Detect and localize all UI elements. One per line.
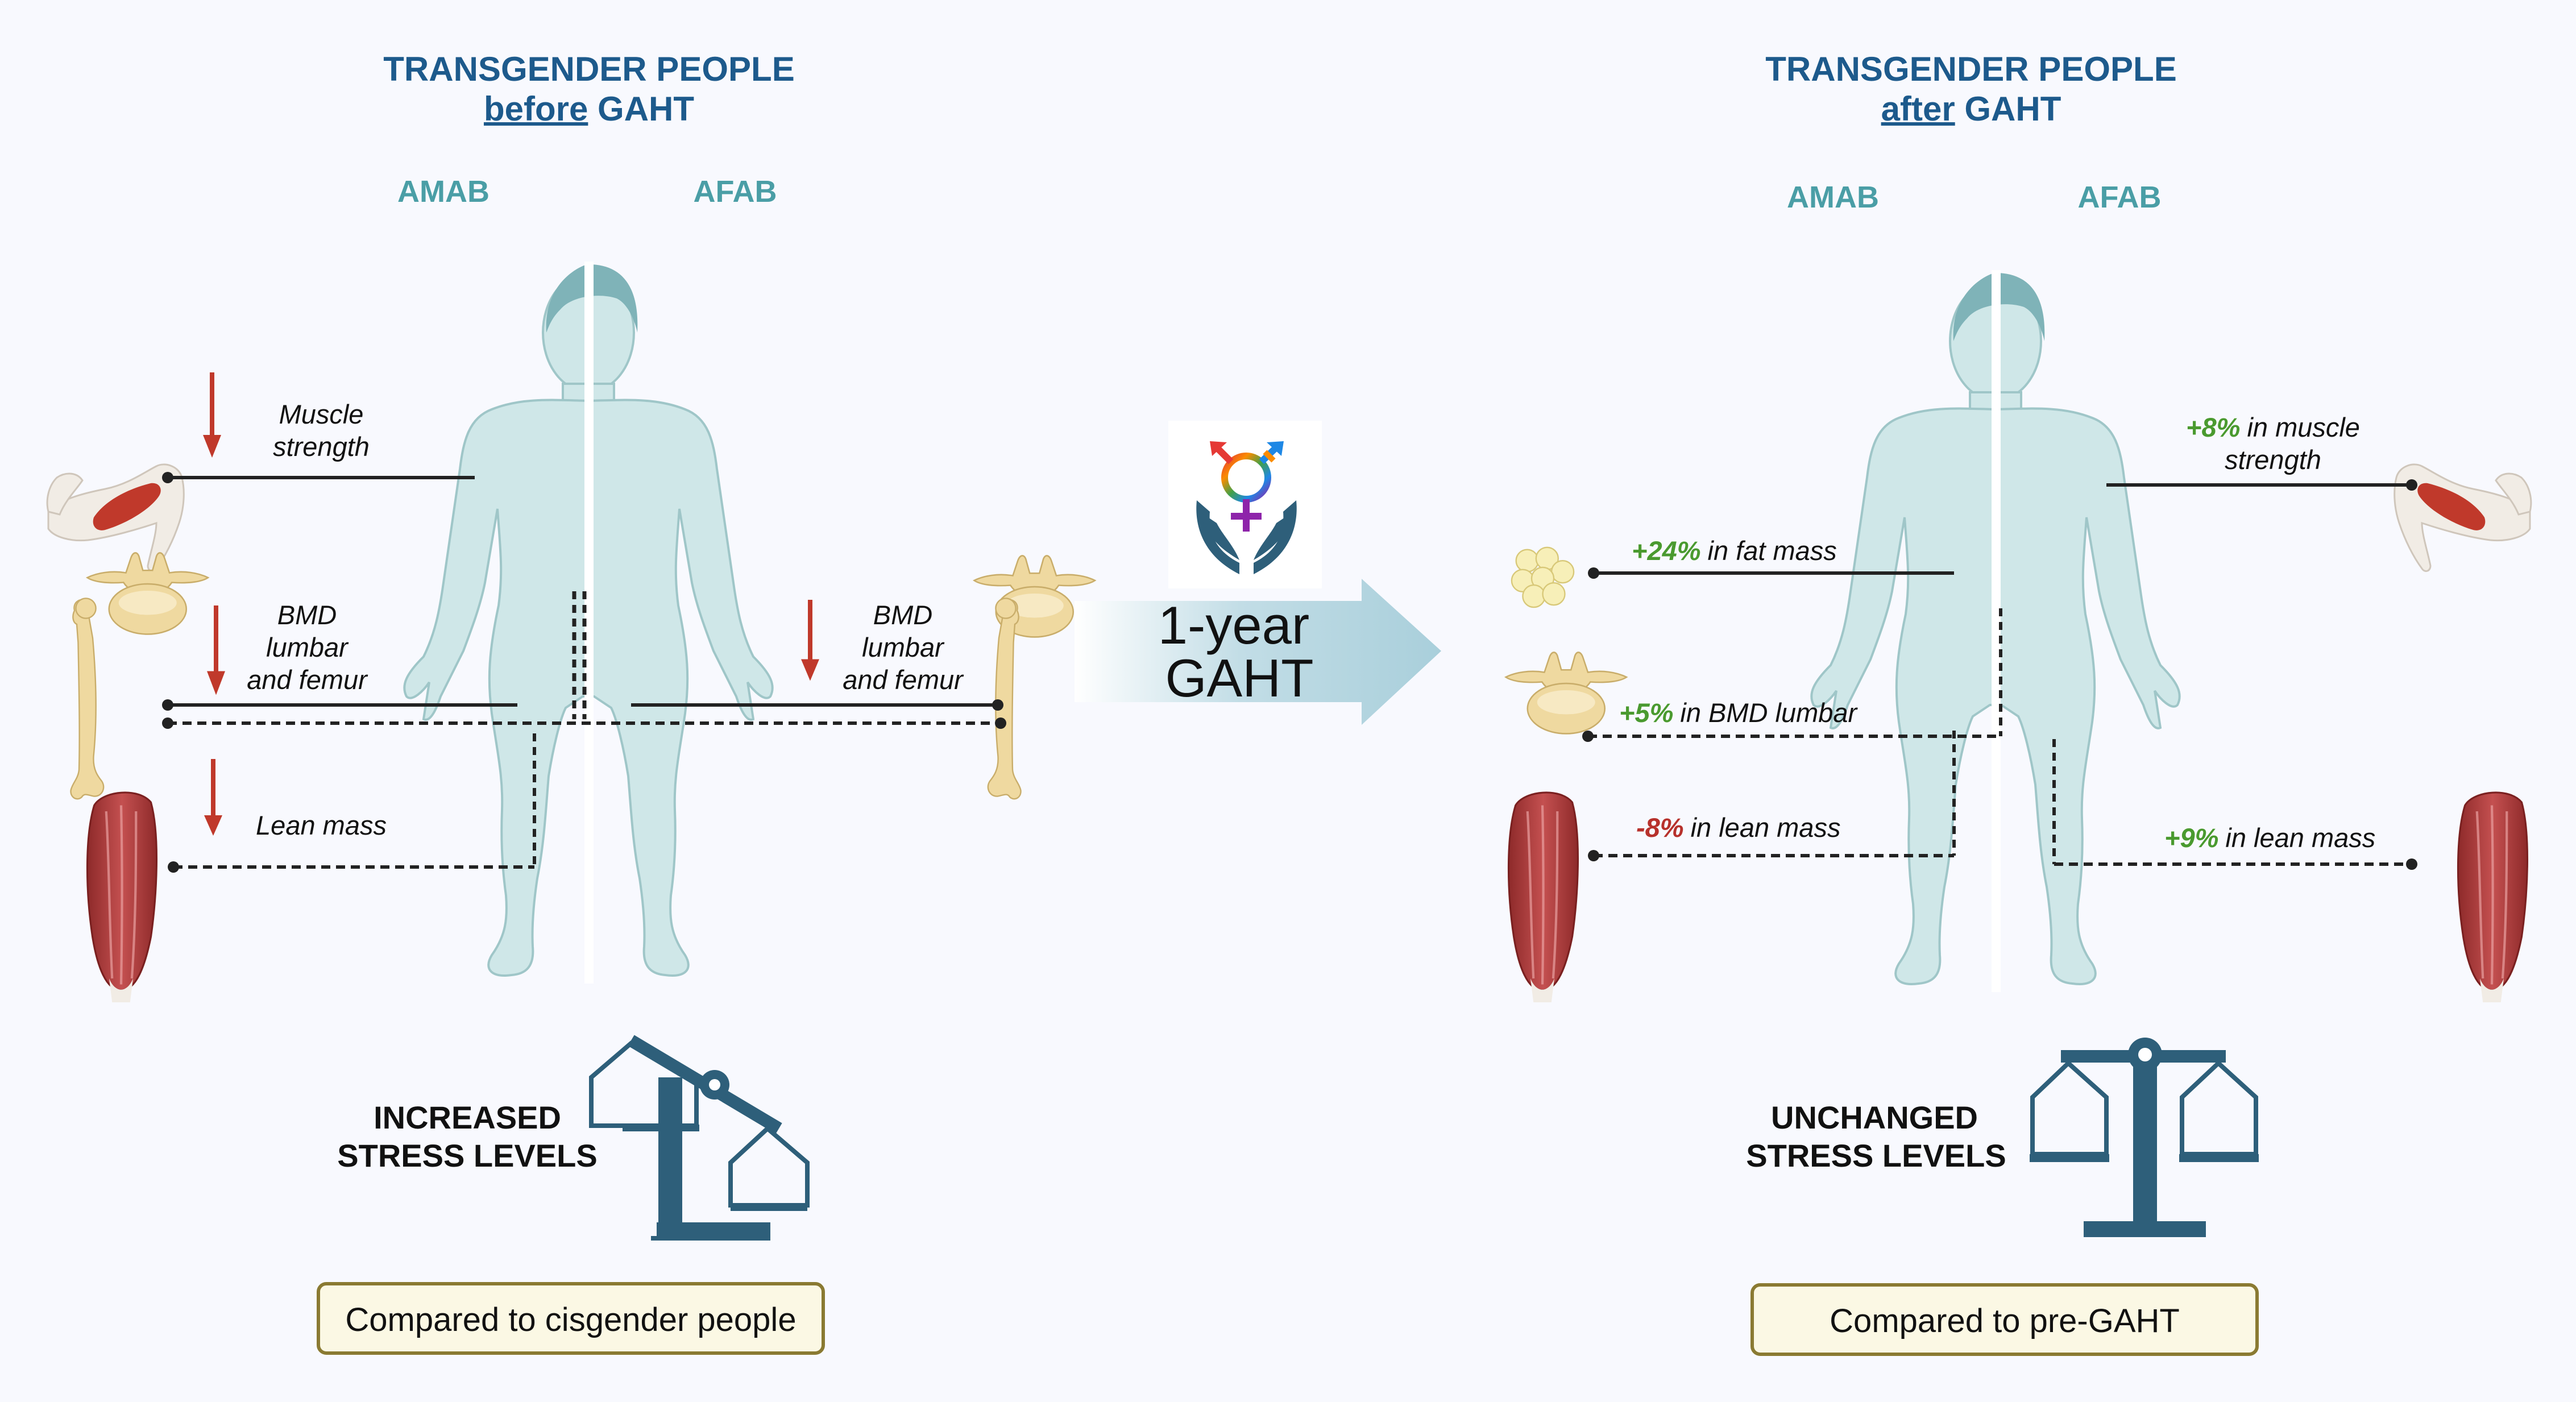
- red-down-arrow-icon: [801, 600, 819, 681]
- bmd-right-label-2: lumbar: [862, 632, 945, 662]
- left-afab-label: AFAB: [694, 175, 777, 209]
- right-afab-label: AFAB: [2078, 180, 2162, 214]
- red-down-arrow-icon: [203, 372, 221, 458]
- transition-arrow: [1075, 579, 1441, 725]
- left-stress-line2: STRESS LEVELS: [337, 1138, 597, 1173]
- center-transition: 1-year GAHT: [1075, 421, 1441, 725]
- right-leader-dots: [1582, 479, 2417, 870]
- muscle-strength-label-2: strength: [273, 432, 370, 462]
- arrow-label-line2: GAHT: [1165, 648, 1313, 708]
- red-down-arrow-icon: [204, 759, 222, 836]
- right-amab-label: AMAB: [1787, 180, 1879, 214]
- bmd-right-label-1: BMD: [873, 600, 932, 630]
- thigh-muscle-icon: [88, 793, 157, 1002]
- left-compare-box: [317, 1282, 825, 1355]
- thigh-muscle-icon: [1509, 793, 1578, 1002]
- right-body-figure: [1810, 270, 2181, 992]
- left-leader-dots: [162, 472, 1006, 873]
- bmd-lumbar-label: +5%in BMD lumbar: [1619, 698, 1859, 728]
- balance-scale-icon: [2030, 1038, 2259, 1237]
- left-stress-line1: INCREASED: [374, 1100, 561, 1135]
- left-title-line2: before GAHT: [484, 90, 694, 128]
- left-compare-text: Compared to cisgender people: [345, 1301, 796, 1338]
- bmd-left-label-1: BMD: [277, 600, 337, 630]
- left-title-rest: GAHT: [598, 90, 694, 128]
- transgender-symbol-hands-icon: [1196, 441, 1297, 574]
- left-title-emphasis: before: [484, 90, 588, 128]
- vertebra-icon: [1505, 652, 1628, 735]
- right-compare-text: Compared to pre-GAHT: [1830, 1303, 2180, 1339]
- arrow-label-line1: 1-year: [1158, 595, 1309, 655]
- right-title-emphasis: after: [1881, 90, 1955, 128]
- left-panel: TRANSGENDER PEOPLE before GAHT AMAB AFAB: [46, 50, 1096, 1355]
- balance-scale-icon: [589, 1035, 810, 1241]
- muscle-strength-label-1: Muscle: [279, 399, 364, 429]
- right-title-rest: GAHT: [1964, 90, 2061, 128]
- right-stress-line2: STRESS LEVELS: [1746, 1138, 2006, 1173]
- muscle-strength-gain-label-1: +8%in muscle: [2186, 412, 2360, 442]
- left-amab-label: AMAB: [397, 175, 490, 209]
- red-down-arrow-icon: [207, 605, 225, 695]
- lean-mass-label: Lean mass: [256, 810, 387, 840]
- fat-mass-label: +24%in fat mass: [1632, 536, 1837, 566]
- femur-icon: [70, 598, 105, 800]
- bmd-left-label-2: lumbar: [266, 632, 349, 662]
- right-panel: TRANSGENDER PEOPLE after GAHT AMAB AFAB: [1505, 50, 2532, 1356]
- lean-mass-afab-label: +9%in lean mass: [2164, 823, 2375, 853]
- left-body-figure: [403, 262, 774, 984]
- fat-cells-icon: [1511, 546, 1575, 608]
- right-title-line1: TRANSGENDER PEOPLE: [1765, 50, 2176, 88]
- right-leader-lines: [1588, 483, 2412, 866]
- thigh-muscle-icon: [2458, 793, 2528, 1002]
- left-title-line1: TRANSGENDER PEOPLE: [383, 50, 794, 88]
- right-stress-line1: UNCHANGED: [1771, 1100, 1978, 1135]
- right-compare-box: [1750, 1283, 2259, 1356]
- lean-mass-amab-label: -8%in lean mass: [1636, 812, 1840, 843]
- right-title-line2: after GAHT: [1881, 90, 2061, 128]
- bmd-right-label-3: and femur: [843, 665, 964, 695]
- left-leader-lines: [168, 476, 1001, 869]
- muscle-strength-gain-label-2: strength: [2225, 445, 2321, 475]
- bmd-left-label-3: and femur: [247, 665, 368, 695]
